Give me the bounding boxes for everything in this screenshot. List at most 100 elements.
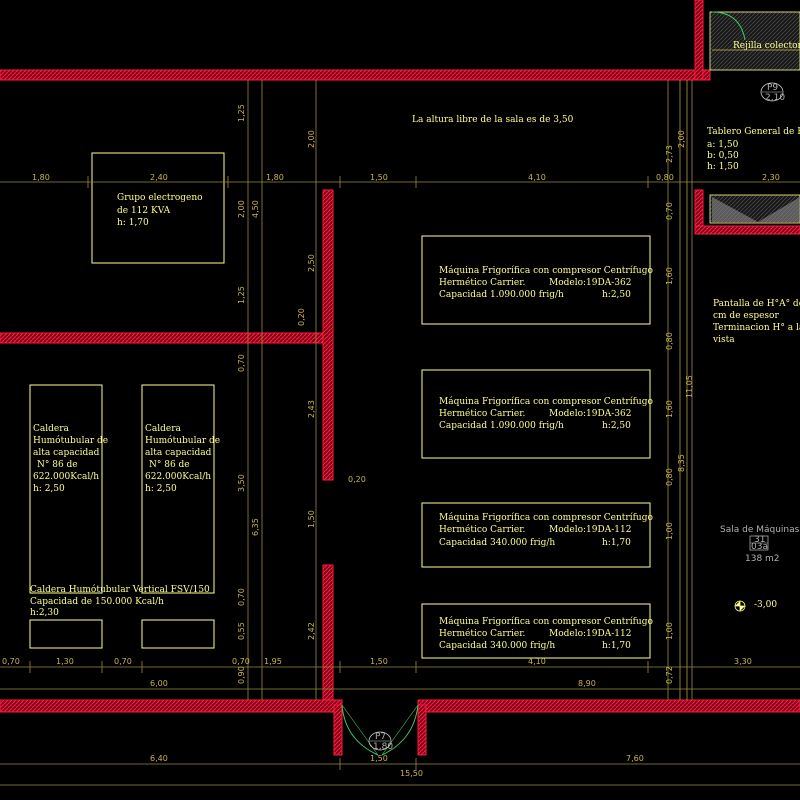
svg-text:Caldera: Caldera — [145, 424, 182, 434]
door-p9-tag — [760, 82, 784, 102]
horizontal-dimensions: 1,80 2,40 1,80 1,50 4,10 0,80 2,30 0,70 … — [2, 173, 780, 778]
svg-text:0,55: 0,55 — [237, 622, 246, 640]
svg-text:2,00: 2,00 — [307, 130, 316, 148]
svg-text:1,80: 1,80 — [32, 173, 50, 182]
middle-wall — [0, 332, 329, 344]
screen-line-1: Pantalla de H°A° de 2 — [713, 299, 800, 309]
room-code-bottom: 03a — [751, 542, 768, 552]
svg-text:1,50: 1,50 — [370, 657, 388, 666]
svg-text:622.000Kcal/h: 622.000Kcal/h — [145, 472, 211, 482]
vertical-boiler-label: Caldera Humótubular Vertical FSV/150 Cap… — [30, 584, 210, 618]
svg-text:Máquina Frigorífica con compre: Máquina Frigorífica con compresor Centrí… — [439, 396, 653, 407]
svg-text:622.000Kcal/h: 622.000Kcal/h — [33, 472, 99, 482]
chiller-box-4 — [421, 603, 651, 659]
svg-text:1,25: 1,25 — [237, 286, 246, 304]
door-p7-swing — [341, 704, 419, 756]
svg-text:3,50: 3,50 — [237, 474, 246, 492]
svg-text:h:1,70: h:1,70 — [602, 641, 631, 651]
svg-text:0,70: 0,70 — [665, 202, 674, 220]
svg-text:h:1,70: h:1,70 — [602, 538, 631, 548]
svg-text:4,50: 4,50 — [251, 200, 260, 218]
chiller-label-4: Máquina Frigorífica con compresor Centrí… — [439, 616, 653, 651]
svg-text:Capacidad 340.000 frig/h: Capacidad 340.000 frig/h — [439, 641, 555, 651]
grate-label: Rejilla colectora — [733, 41, 800, 51]
svg-text:11,05: 11,05 — [685, 375, 694, 398]
svg-text:h: 2,50: h: 2,50 — [33, 484, 65, 494]
boiler-label-2: Caldera Humótubular de alta capacidad N°… — [145, 424, 220, 494]
svg-text:Humótubular de: Humótubular de — [145, 435, 220, 446]
screen-line-4: vista — [712, 335, 735, 345]
svg-text:1,50: 1,50 — [370, 754, 388, 763]
svg-text:0,20: 0,20 — [348, 475, 366, 484]
boiler-label-1: Caldera Humótubular de alta capacidad N°… — [33, 424, 108, 494]
svg-text:1,00: 1,00 — [665, 522, 674, 540]
board-enclosure-bottom — [694, 225, 800, 235]
room-area: 138 m2 — [745, 554, 780, 564]
svg-text:0,80: 0,80 — [656, 173, 674, 182]
svg-text:2,42: 2,42 — [307, 622, 316, 640]
svg-text:2,43: 2,43 — [307, 400, 316, 418]
level-marker-icon — [734, 600, 746, 612]
header-note: La altura libre de la sala es de 3,50 — [412, 115, 574, 125]
svg-text:Máquina Frigorífica con compre: Máquina Frigorífica con compresor Centrí… — [439, 616, 653, 627]
svg-text:6,35: 6,35 — [251, 518, 260, 536]
screen-line-3: Terminacion H° a la — [713, 323, 800, 333]
bottom-wall-right — [417, 699, 800, 713]
svg-text:2,00: 2,00 — [237, 200, 246, 218]
svg-text:Modelo:19DA-362: Modelo:19DA-362 — [549, 278, 631, 288]
door-p9-code: P9 — [767, 83, 778, 93]
svg-text:h: 2,50: h: 2,50 — [145, 484, 177, 494]
svg-text:0,70: 0,70 — [2, 657, 20, 666]
bottom-wall-left — [0, 699, 343, 713]
svg-text:Máquina Frigorífica con compre: Máquina Frigorífica con compresor Centrí… — [439, 512, 653, 523]
svg-text:Modelo:19DA-362: Modelo:19DA-362 — [549, 409, 631, 419]
svg-text:Capacidad de 150.000 Kcal/h: Capacidad de 150.000 Kcal/h — [30, 597, 164, 607]
board-h: h: 1,50 — [707, 162, 739, 172]
door-p7-code: P7 — [375, 732, 386, 742]
svg-text:Máquina Frigorífica con compre: Máquina Frigorífica con compresor Centrí… — [439, 265, 653, 276]
svg-text:2,40: 2,40 — [150, 173, 168, 182]
svg-text:N° 86 de: N° 86 de — [149, 460, 190, 470]
svg-text:1,60: 1,60 — [665, 267, 674, 285]
svg-text:2,73: 2,73 — [665, 145, 674, 163]
door-p9-swing — [711, 11, 746, 41]
svg-text:Hermético Carrier.: Hermético Carrier. — [439, 524, 526, 535]
svg-text:0,72: 0,72 — [665, 666, 674, 684]
svg-text:Hermético Carrier.: Hermético Carrier. — [439, 277, 526, 288]
svg-text:1,50: 1,50 — [370, 173, 388, 182]
svg-text:Humótubular de: Humótubular de — [33, 435, 108, 446]
door-jamb-right — [417, 704, 427, 756]
svg-text:4,10: 4,10 — [528, 173, 546, 182]
svg-text:8,35: 8,35 — [677, 454, 686, 472]
partition-upper — [322, 189, 334, 481]
svg-text:8,90: 8,90 — [578, 679, 596, 688]
svg-text:alta capacidad: alta capacidad — [33, 448, 100, 458]
room-code-top: 31 — [754, 535, 765, 545]
svg-text:Caldera: Caldera — [33, 424, 70, 434]
chiller-box-1 — [421, 235, 651, 325]
svg-text:0,80: 0,80 — [665, 332, 674, 350]
svg-text:1,00: 1,00 — [665, 622, 674, 640]
svg-text:Capacidad 1.090.000 frig/h: Capacidad 1.090.000 frig/h — [439, 290, 564, 300]
svg-text:Hermético Carrier.: Hermético Carrier. — [439, 628, 526, 639]
chiller-box-3 — [421, 502, 651, 568]
svg-text:Caldera Humótubular Vertical F: Caldera Humótubular Vertical FSV/150 — [30, 584, 210, 595]
vertical-boiler-base-1 — [29, 619, 103, 649]
svg-text:alta capacidad: alta capacidad — [145, 448, 212, 458]
board-b: b: 0,50 — [707, 151, 739, 161]
svg-text:Modelo:19DA-112: Modelo:19DA-112 — [549, 525, 631, 535]
svg-text:1,80: 1,80 — [266, 173, 284, 182]
dimension-lines — [0, 80, 800, 786]
svg-text:1,95: 1,95 — [264, 657, 282, 666]
vertical-dimensions: 1,25 2,00 1,25 0,70 3,50 0,70 0,55 0,90 … — [237, 104, 694, 684]
svg-text:Capacidad 1.090.000 frig/h: Capacidad 1.090.000 frig/h — [439, 421, 564, 431]
svg-text:0,70: 0,70 — [237, 588, 246, 606]
screen-line-2: cm de espesor — [713, 311, 779, 321]
svg-text:3,30: 3,30 — [734, 657, 752, 666]
generator-line-2: de 112 KVA — [117, 206, 171, 216]
room-name: Sala de Máquinas — [720, 525, 800, 535]
board-enclosure-wall — [694, 189, 704, 231]
svg-text:0,80: 0,80 — [665, 468, 674, 486]
boiler-box-1 — [29, 384, 103, 594]
